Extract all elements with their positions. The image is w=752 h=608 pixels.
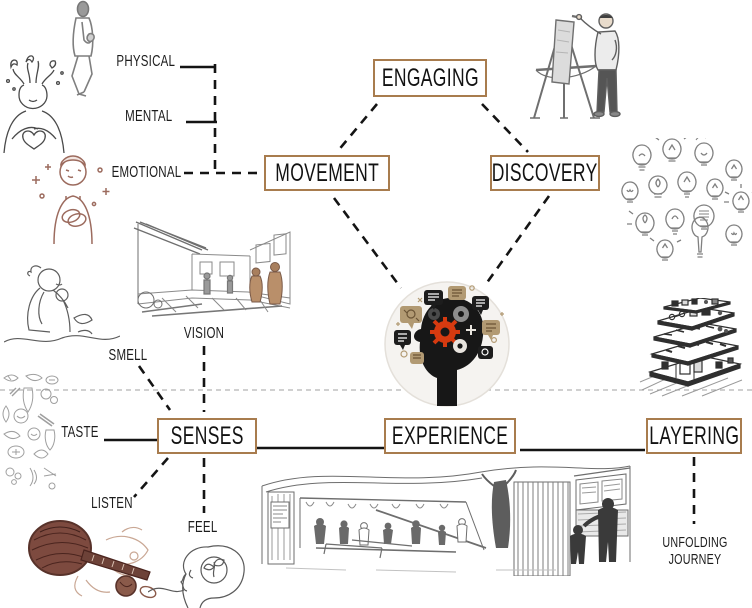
veena-instrument-sketch <box>28 520 157 599</box>
label-mental: MENTAL <box>125 108 173 125</box>
label-listen: LISTEN <box>91 495 133 512</box>
hands-on-heart-sketch <box>32 155 110 245</box>
food-doodles-sketch <box>2 373 59 490</box>
market-scene-sketch <box>261 465 631 576</box>
lightbulbs-sketch <box>621 138 752 261</box>
stacked-layers-sketch <box>639 298 743 397</box>
node-experience: EXPERIENCE <box>384 418 516 454</box>
node-discovery: DISCOVERY <box>490 155 600 191</box>
gallery-corridor-sketch <box>133 221 291 317</box>
node-experience-label: EXPERIENCE <box>391 421 509 450</box>
node-engaging: ENGAGING <box>373 59 487 97</box>
solid-connectors <box>104 65 645 452</box>
node-movement: MOVEMENT <box>264 155 390 191</box>
label-taste: TASTE <box>61 424 99 441</box>
label-emotional: EMOTIONAL <box>111 164 181 181</box>
child-smelling-flower-sketch <box>4 265 120 343</box>
label-feel: FEEL <box>188 519 218 536</box>
label-unfolding-journey: UNFOLDING JOURNEY <box>662 535 728 568</box>
node-discovery-label: DISCOVERY <box>492 158 598 187</box>
painter-at-easel-sketch <box>530 13 621 119</box>
mind-gears-illustration <box>384 281 510 407</box>
node-engaging-label: ENGAGING <box>381 63 479 92</box>
label-smell: SMELL <box>108 347 148 364</box>
dashed-connectors <box>133 64 696 524</box>
node-senses-label: SENSES <box>170 421 244 450</box>
node-layering: LAYERING <box>646 418 742 454</box>
walking-person-sketch <box>71 0 95 97</box>
label-physical: PHYSICAL <box>116 53 176 70</box>
head-with-plant-sketch <box>148 545 245 608</box>
label-vision: VISION <box>183 325 225 342</box>
node-movement-label: MOVEMENT <box>275 158 379 187</box>
node-layering-label: LAYERING <box>649 421 740 450</box>
head-with-flowers-sketch <box>3 55 65 154</box>
node-senses: SENSES <box>157 418 257 454</box>
